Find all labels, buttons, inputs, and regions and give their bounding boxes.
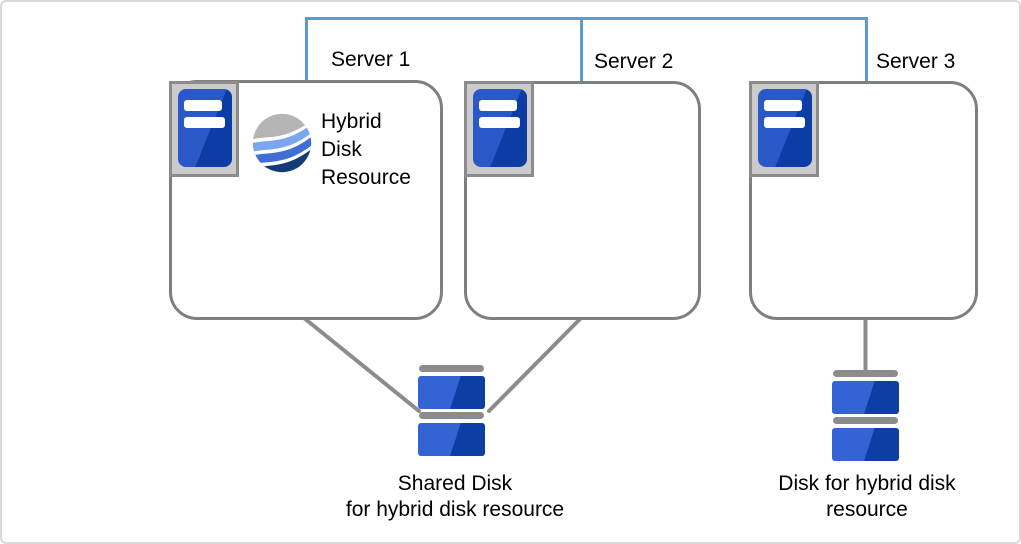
server-1-label: Server 1 [331,48,411,71]
server-slot-bar [184,117,225,128]
server-icon [169,81,239,177]
wave-globe-icon [251,112,313,174]
server-icon [464,81,534,177]
network-interconnect-line [305,17,868,82]
server-slot-bar [479,117,520,128]
disk-platter [418,423,485,456]
server-3-label: Server 3 [876,50,956,73]
server-slot-bar [184,100,222,111]
server-chassis [758,89,812,167]
server-2-box [464,81,701,320]
disk-cap [833,370,898,377]
disk-platter [418,376,485,409]
hybrid-disk-resource-label: Hybrid Disk Resource [321,110,411,189]
disk-platter [832,381,899,414]
server2-to-shared-disk-line [487,316,583,413]
server-slot-bar [764,117,805,128]
disk-cap [419,365,484,372]
server-chassis [473,89,527,167]
disk-platter [832,428,899,461]
server-icon [749,81,819,177]
disk-cap [833,417,898,424]
shared-disk-caption: Shared Disk for hybrid disk resource [345,472,565,521]
server-slot-bar [764,100,802,111]
hybrid-disk-caption: Disk for hybrid disk resource [778,472,956,521]
server1-to-shared-disk-line [302,316,421,413]
server-chassis [178,89,232,167]
disk-cap [419,412,484,419]
hybrid-disk-icon [832,370,899,462]
server-slot-bar [479,100,517,111]
shared-disk-icon [418,365,485,457]
server-2-label: Server 2 [594,50,674,73]
